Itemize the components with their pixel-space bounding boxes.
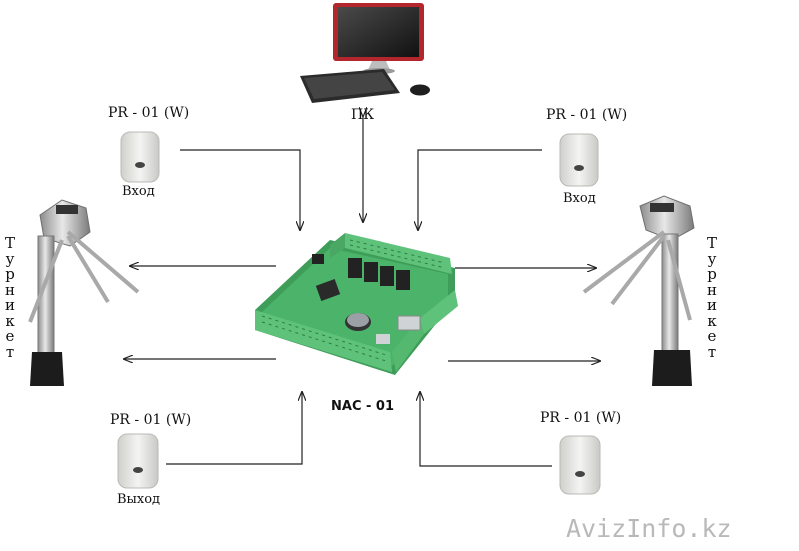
reader-top-right-icon: [559, 133, 599, 187]
turnstile-left-label: Турникет: [4, 234, 15, 361]
turnstile-right-label: Турникет: [706, 234, 717, 361]
arrow-reader-top-right: [418, 149, 542, 230]
connection-arrows: [124, 116, 600, 467]
turnstile-right-icon: [582, 195, 695, 386]
arrow-reader-bottom-right: [420, 392, 552, 467]
pc-icon: [300, 3, 430, 103]
reader-top-right-model: PR - 01 (W): [546, 107, 628, 123]
reader-bottom-left-role: Выход: [117, 492, 161, 507]
reader-top-right-role: Вход: [563, 191, 596, 206]
reader-bottom-left-icon: [117, 433, 159, 489]
arrow-reader-bottom-left: [166, 392, 302, 465]
controller-label: NAC - 01: [331, 399, 395, 414]
reader-top-left-role: Вход: [122, 184, 155, 199]
reader-top-left-icon: [120, 131, 160, 183]
reader-top-left-model: PR - 01 (W): [108, 105, 190, 121]
reader-bottom-left-model: PR - 01 (W): [110, 412, 192, 428]
controller-board: [255, 233, 458, 375]
watermark: AvizInfo.kz: [566, 514, 732, 543]
turnstile-left-icon: [28, 199, 140, 386]
pc-label: ПК: [351, 107, 375, 123]
reader-bottom-right-icon: [559, 435, 601, 495]
arrow-reader-top-left: [180, 149, 300, 230]
reader-bottom-right-model: PR - 01 (W): [540, 410, 622, 426]
